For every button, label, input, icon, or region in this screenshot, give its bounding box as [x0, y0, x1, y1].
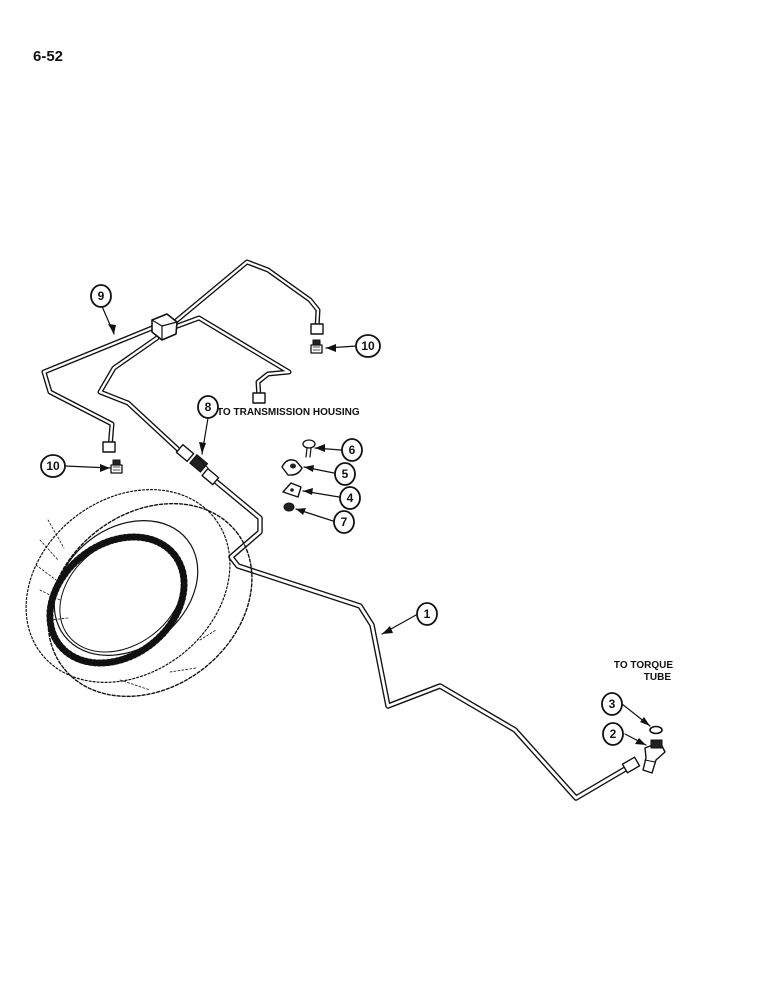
- note-to-torque-line1: TO TORQUE: [614, 660, 673, 671]
- leader-lines: [64, 303, 651, 746]
- bleeder-screw-lower: [110, 459, 123, 474]
- elbow-fitting-part-2: [642, 739, 666, 774]
- note-to-transmission-housing: TO TRANSMISSION HOUSING: [217, 407, 360, 418]
- leader-arrowheads: [100, 324, 650, 745]
- callout-bubble-10-lower: [40, 454, 66, 478]
- callout-number-5: 5: [342, 467, 349, 481]
- callout-number-9: 9: [98, 289, 105, 303]
- callout-bubble-4: [339, 486, 361, 510]
- callout-bubble-8: [197, 395, 219, 419]
- callout-bubble-6: [341, 438, 363, 462]
- callout-number-8: 8: [205, 400, 212, 414]
- gear-ring: [25, 489, 253, 698]
- clamp-part-5: [281, 459, 303, 476]
- callout-number-4: 4: [347, 491, 354, 505]
- bolt-part-6: [302, 439, 316, 458]
- callout-bubble-7: [333, 510, 355, 534]
- callout-number-2: 2: [610, 727, 617, 741]
- callout-bubble-9: [90, 284, 112, 308]
- bleeder-screw-upper: [310, 339, 323, 354]
- plate-part-4: [282, 482, 302, 498]
- main-tube: [201, 467, 641, 801]
- callout-number-3: 3: [609, 697, 616, 711]
- callout-bubble-1: [416, 602, 438, 626]
- distribution-tube: [41, 259, 324, 463]
- callout-bubble-10-upper: [355, 334, 381, 358]
- page-number: 6-52: [33, 48, 64, 65]
- callout-bubble-3: [601, 692, 623, 716]
- callout-number-10-upper: 10: [361, 339, 375, 353]
- callout-bubble-5: [334, 462, 356, 486]
- nut-part-7: [283, 502, 295, 512]
- callout-number-6: 6: [349, 443, 356, 457]
- callout-number-10-lower: 10: [46, 459, 60, 473]
- o-ring-part-3: [649, 725, 663, 735]
- connector-fitting: [189, 454, 209, 473]
- note-to-torque-line2: TUBE: [644, 672, 672, 683]
- callout-number-1: 1: [424, 607, 431, 621]
- callout-number-7: 7: [341, 515, 348, 529]
- callout-bubble-2: [602, 722, 624, 746]
